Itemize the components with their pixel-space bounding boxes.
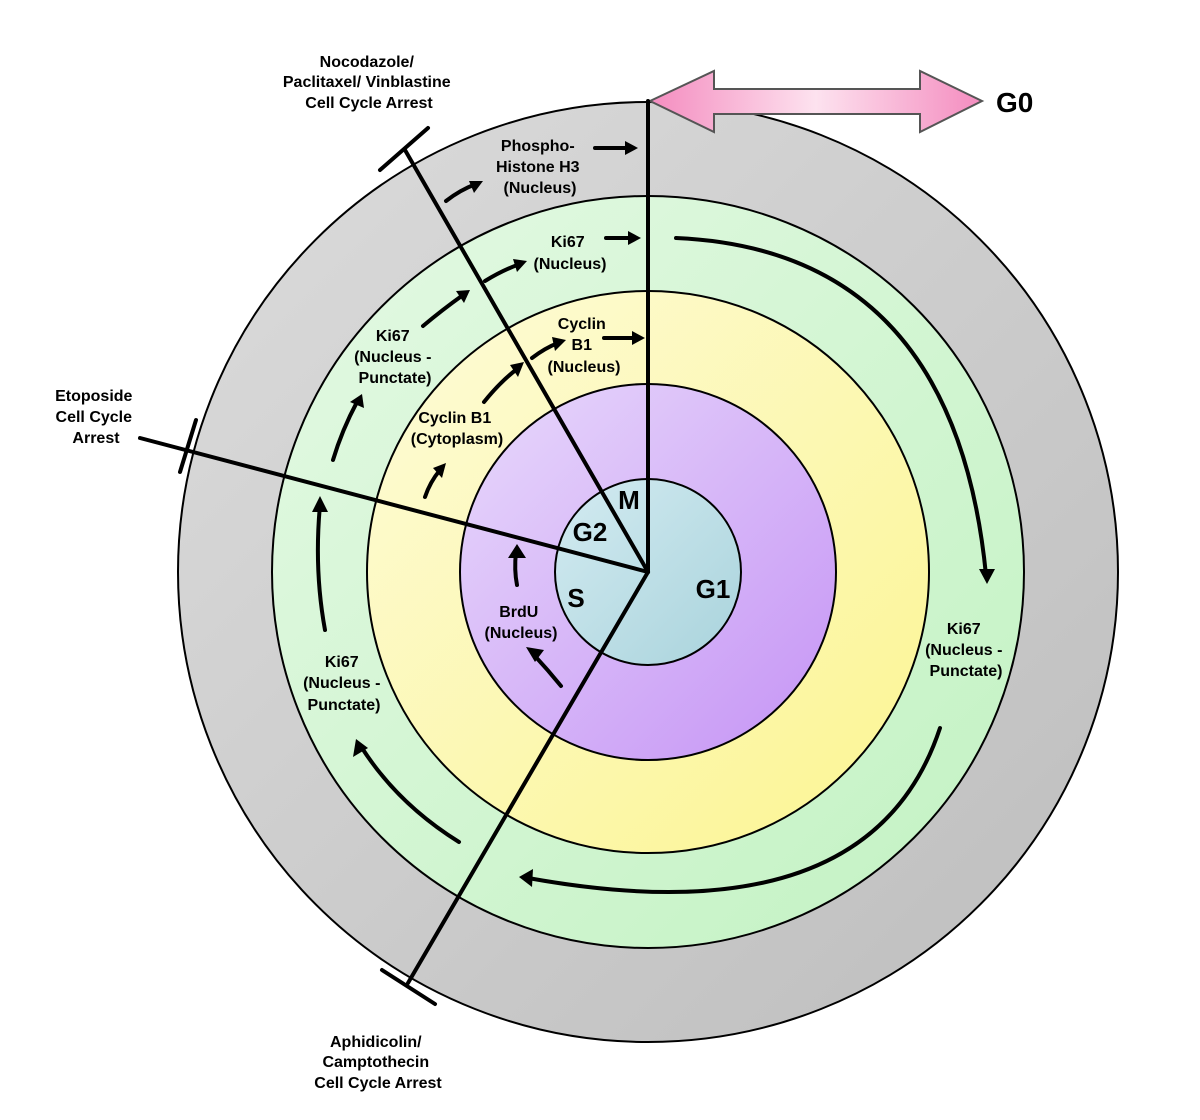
g0-double-arrow [647, 69, 985, 134]
nocodazole-line [403, 148, 650, 574]
ki67-punctate-lower-left-label: Ki67 (Nucleus - Punctate) [303, 654, 385, 714]
phase-s-label: S [567, 583, 584, 613]
etoposide-label: Etoposide Cell Cycle Arrest [55, 388, 137, 447]
phospho-histone-label: Phospho- Histone H3 (Nucleus) [496, 138, 584, 197]
cyclin-b1-cytoplasm-label: Cyclin B1 (Cytoplasm) [411, 410, 503, 448]
arrow-heads [312, 141, 995, 887]
arrow-ki67-left-mid [315, 503, 327, 632]
etoposide-line [138, 436, 650, 574]
phase-g1-label: G1 [696, 574, 731, 604]
ki67-punctate-upper-left-label: Ki67 (Nucleus - Punctate) [354, 328, 436, 387]
aphidicolin-bar [380, 968, 437, 1006]
arrow-ki67-left-lower [360, 746, 461, 844]
etoposide-bar [178, 418, 198, 474]
ki67-nucleus-label: Ki67 (Nucleus) [534, 234, 607, 273]
arrow-ki67-upper-1 [421, 293, 465, 328]
phase-g2-label: G2 [573, 517, 608, 547]
nocodazole-bar [378, 126, 430, 172]
nocodazole-label: Nocodazole/ Paclitaxel/ Vinblastine Cell… [283, 54, 455, 112]
arrow-ki67-right-big [674, 236, 988, 577]
g0-label: G0 [996, 87, 1033, 118]
aphidicolin-label: Aphidicolin/ Camptothecin Cell Cycle Arr… [314, 1034, 442, 1092]
progression-arrows [315, 146, 988, 895]
ki67-punctate-right-label: Ki67 (Nucleus - Punctate) [925, 621, 1007, 680]
arrow-ki67-bottom-big [526, 726, 942, 895]
brdu-label: BrdU (Nucleus) [485, 604, 558, 642]
cyclin-b1-nucleus-label: Cyclin B1 (Nucleus) [548, 316, 621, 376]
phase-m-label: M [618, 485, 640, 515]
aphidicolin-line [406, 570, 650, 985]
arrow-ki67-left-upper [331, 400, 359, 462]
